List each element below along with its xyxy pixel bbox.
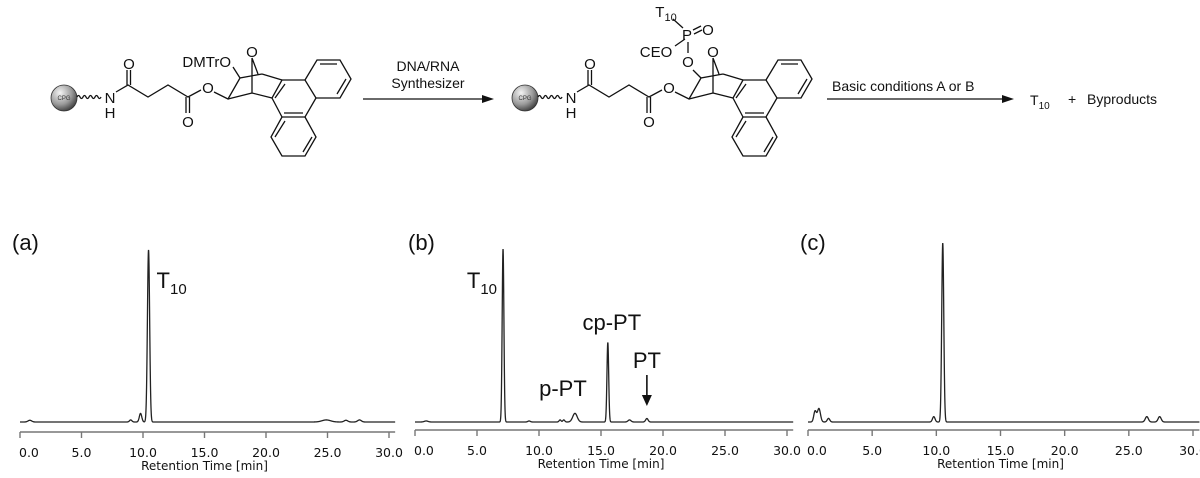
x-tick-label: 15.0 (191, 445, 219, 460)
succinyl-chain (115, 84, 202, 98)
panel-label: (a) (12, 230, 39, 255)
atom-o: O (584, 56, 596, 73)
arrowhead-icon (1002, 95, 1014, 103)
x-axis-title: Retention Time [min] (538, 457, 665, 471)
x-tick-label: 30.0 (375, 445, 403, 460)
arrow1-label-line1: DNA/RNA (396, 58, 460, 74)
atom-o: O (202, 80, 214, 97)
cpg-bead-icon (50, 84, 78, 112)
intermediate-structure: CPG N H O O O O P O T10 CEO O (511, 4, 813, 157)
product-t10: T10 (1030, 92, 1050, 112)
aromatic-ring-upper (765, 59, 813, 99)
wavy-linker-bond (537, 94, 563, 100)
atom-o: O (702, 22, 714, 39)
reaction-arrow-2: Basic conditions A or B (827, 78, 1014, 103)
atom-o-bridge: O (246, 44, 258, 61)
atom-h: H (566, 105, 577, 122)
peak-label: p-PT (539, 376, 587, 401)
atom-o: O (123, 56, 135, 73)
byproducts-label: Byproducts (1087, 91, 1157, 107)
panel-label: (c) (800, 230, 826, 255)
x-tick-label: 15.0 (987, 443, 1015, 458)
aromatic-ring-upper (304, 59, 352, 99)
x-tick-label: 5.0 (72, 445, 92, 460)
x-axis-title: Retention Time [min] (141, 459, 268, 473)
plus-sign: + (1068, 91, 1076, 107)
atom-h: H (105, 105, 116, 122)
x-tick-label: 25.0 (1115, 443, 1143, 458)
x-tick-label: 20.0 (649, 443, 677, 458)
x-tick-label: 25.0 (711, 443, 739, 458)
x-tick-label: 15.0 (587, 443, 615, 458)
atom-n: N (566, 90, 577, 107)
x-tick-label: 0.0 (414, 443, 434, 458)
cpg-label: CPG (518, 96, 531, 102)
arrow2-label: Basic conditions A or B (832, 78, 974, 94)
aromatic-ring-lower (731, 116, 778, 157)
amide-carbonyl-bond (587, 70, 593, 85)
aromatic-ring-central (732, 79, 778, 118)
chromatogram-trace (20, 249, 396, 423)
x-tick-label: 5.0 (467, 443, 487, 458)
succinyl-chain (576, 84, 663, 98)
ester-carbonyl-bond (646, 97, 652, 113)
arrowhead-icon (641, 395, 652, 406)
x-axis-title: Retention Time [min] (937, 457, 1064, 471)
ceo-substituent: CEO (640, 44, 673, 61)
x-tick-label: 10.0 (922, 443, 950, 458)
x-tick-label: 30.0 (1179, 443, 1200, 458)
aromatic-ring-central (271, 79, 317, 118)
atom-o: O (682, 54, 694, 71)
bicyclic-bridge-bonds (674, 57, 744, 100)
x-tick-label: 0.0 (19, 445, 39, 460)
x-tick-label: 10.0 (129, 445, 157, 460)
chromatogram-trace (415, 248, 794, 423)
peak-label: T10 (157, 268, 187, 298)
atom-o-bridge: O (707, 44, 719, 61)
wavy-linker-bond (76, 94, 102, 100)
arrow1-label-line2: Synthesizer (391, 75, 464, 91)
x-tick-label: 20.0 (252, 445, 280, 460)
panel-label: (b) (408, 230, 435, 255)
atom-o: O (182, 114, 194, 131)
atom-o: O (643, 114, 655, 131)
starting-material-structure: CPG N H O O O DMTrO O (50, 44, 352, 157)
cpg-bead-icon (511, 84, 539, 112)
arrowhead-icon (482, 95, 494, 103)
x-tick-label: 20.0 (1051, 443, 1079, 458)
x-tick-label: 30.0 (773, 443, 801, 458)
peak-label: cp-PT (582, 310, 641, 335)
amide-carbonyl-bond (126, 70, 132, 85)
p-t10-bond (672, 18, 684, 29)
atom-o: O (663, 80, 675, 97)
atom-p: P (682, 27, 692, 44)
reaction-arrow-1: DNA/RNA Synthesizer (363, 58, 494, 103)
ester-carbonyl-bond (185, 97, 191, 113)
dmtro-group: DMTrO (182, 54, 231, 71)
x-tick-label: 25.0 (314, 445, 342, 460)
peak-label: T10 (467, 268, 497, 298)
x-tick-label: 0.0 (807, 443, 827, 458)
peak-label: PT (633, 348, 661, 373)
p-double-bond (692, 25, 703, 35)
x-tick-label: 10.0 (525, 443, 553, 458)
t10-substituent: T10 (655, 4, 676, 24)
bicyclic-bridge-bonds (213, 57, 283, 100)
cpg-label: CPG (57, 96, 70, 102)
atom-n: N (105, 90, 116, 107)
chromatogram-trace (808, 242, 1200, 423)
phosphate-bonds (674, 38, 689, 53)
aromatic-ring-lower (270, 116, 317, 157)
x-tick-label: 5.0 (862, 443, 882, 458)
